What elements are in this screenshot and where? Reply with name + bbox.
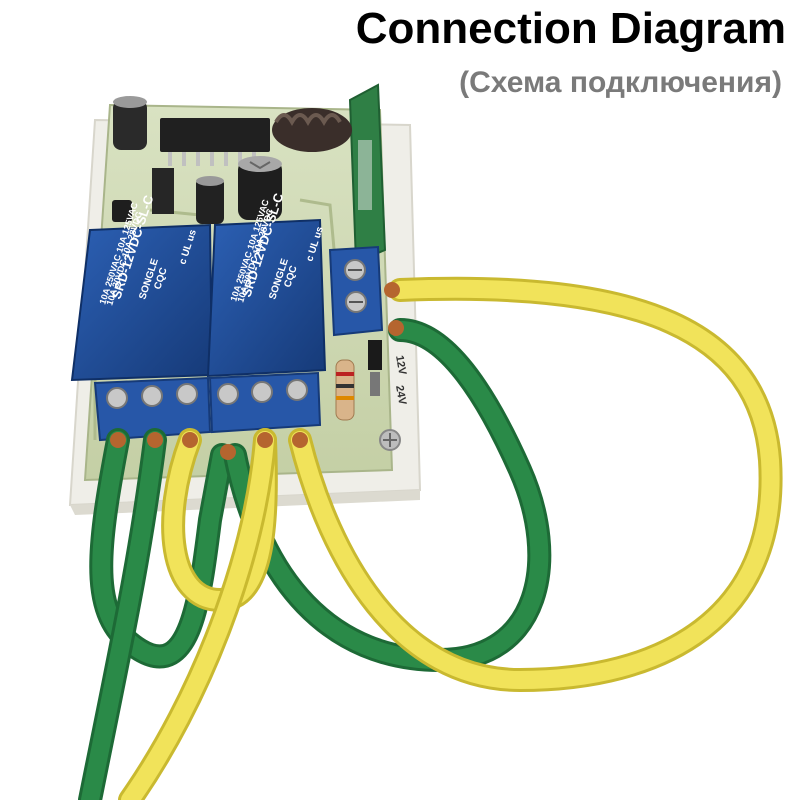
mounting-screw bbox=[379, 429, 401, 451]
resistor bbox=[335, 359, 355, 421]
pin-header bbox=[152, 168, 174, 214]
jumper-label-12v: 12V bbox=[393, 354, 408, 376]
output-terminal-block-1 bbox=[93, 376, 212, 442]
capacitor-2 bbox=[238, 156, 282, 220]
jumper-label-24v: 24V bbox=[393, 384, 408, 406]
page-title: Connection Diagram bbox=[355, 4, 786, 53]
wires-yellow bbox=[118, 276, 783, 800]
voltage-jumper: 12V 24V bbox=[368, 340, 408, 406]
output-terminal-block-2 bbox=[208, 371, 322, 434]
capacitor-3 bbox=[196, 176, 224, 224]
capacitor-1 bbox=[113, 96, 147, 150]
wires-green bbox=[78, 318, 552, 800]
power-terminal-block bbox=[328, 245, 384, 337]
decoder-chip bbox=[160, 118, 270, 166]
antenna-coil bbox=[272, 108, 352, 152]
rf-receiver-module bbox=[348, 83, 387, 264]
page-subtitle: (Схема подключения) bbox=[459, 66, 782, 99]
transistor bbox=[112, 200, 132, 222]
relay-2: SRD-12VDC-SL-C 10A 250VAC 10A 125VAC 10A… bbox=[206, 191, 326, 378]
copper-wire-ends bbox=[110, 282, 404, 460]
